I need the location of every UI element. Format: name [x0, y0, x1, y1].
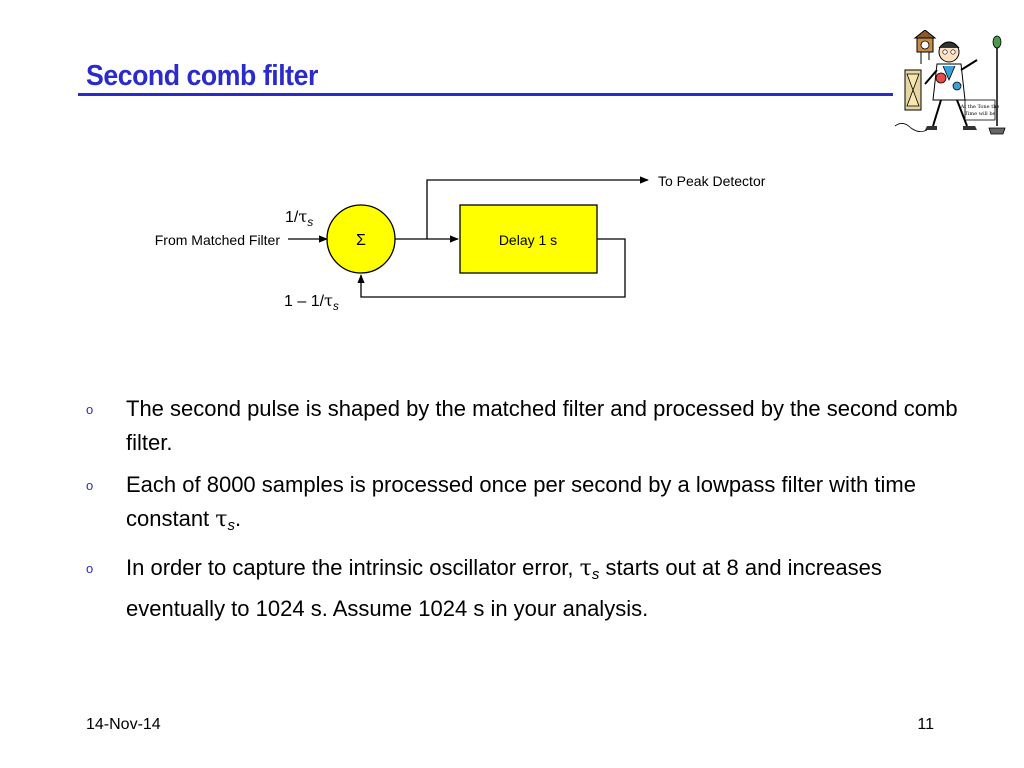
page-number: 11 — [917, 716, 934, 733]
tau-subscript: s — [591, 566, 600, 583]
title-underline — [78, 93, 896, 96]
bullet-text: The second pulse is shaped by the matche… — [126, 396, 958, 455]
bullet-list: o The second pulse is shaped by the matc… — [84, 392, 964, 634]
footer-date: 14-Nov-14 — [86, 716, 161, 733]
clipart-caption-line2: Time will be — [964, 111, 995, 117]
clock-man-clipart: At the Tone the Time will be — [893, 30, 1011, 138]
bullet-marker: o — [86, 561, 94, 576]
slide-title: Second comb filter — [86, 60, 318, 92]
comb-filter-block-diagram: From Matched Filter Σ 1/τs Delay 1 s To … — [155, 173, 766, 313]
delay-block — [459, 204, 598, 274]
tau-symbol: τ — [215, 507, 228, 532]
summer-symbol: Σ — [356, 232, 366, 249]
bullet-marker: o — [86, 478, 94, 493]
bullet-item: o The second pulse is shaped by the matc… — [84, 392, 964, 460]
input-label: From Matched Filter — [155, 232, 281, 248]
bullet-text-end: starts out at 8 and increases eventually… — [126, 555, 882, 621]
output-label: To Peak Detector — [658, 173, 766, 189]
bullet-text-end: . — [234, 506, 242, 531]
feedback-loop — [357, 238, 626, 298]
bullet-text: In order to capture the intrinsic oscill… — [126, 555, 580, 580]
peak-detector-branch — [426, 176, 649, 239]
input-gain-label: 1/τs — [285, 207, 313, 229]
feedback-gain-label: 1 – 1/τs — [284, 291, 339, 313]
bullet-item: o Each of 8000 samples is processed once… — [84, 468, 964, 543]
bullet-text: Each of 8000 samples is processed once p… — [126, 472, 916, 531]
tau-subscript: s — [227, 517, 235, 534]
clipart-caption-line1: At the Tone the — [960, 104, 1000, 110]
tau-symbol: τ — [579, 556, 592, 581]
bullet-marker: o — [86, 402, 94, 417]
bullet-item: o In order to capture the intrinsic osci… — [84, 551, 964, 626]
delay-label: Delay 1 s — [499, 232, 557, 248]
